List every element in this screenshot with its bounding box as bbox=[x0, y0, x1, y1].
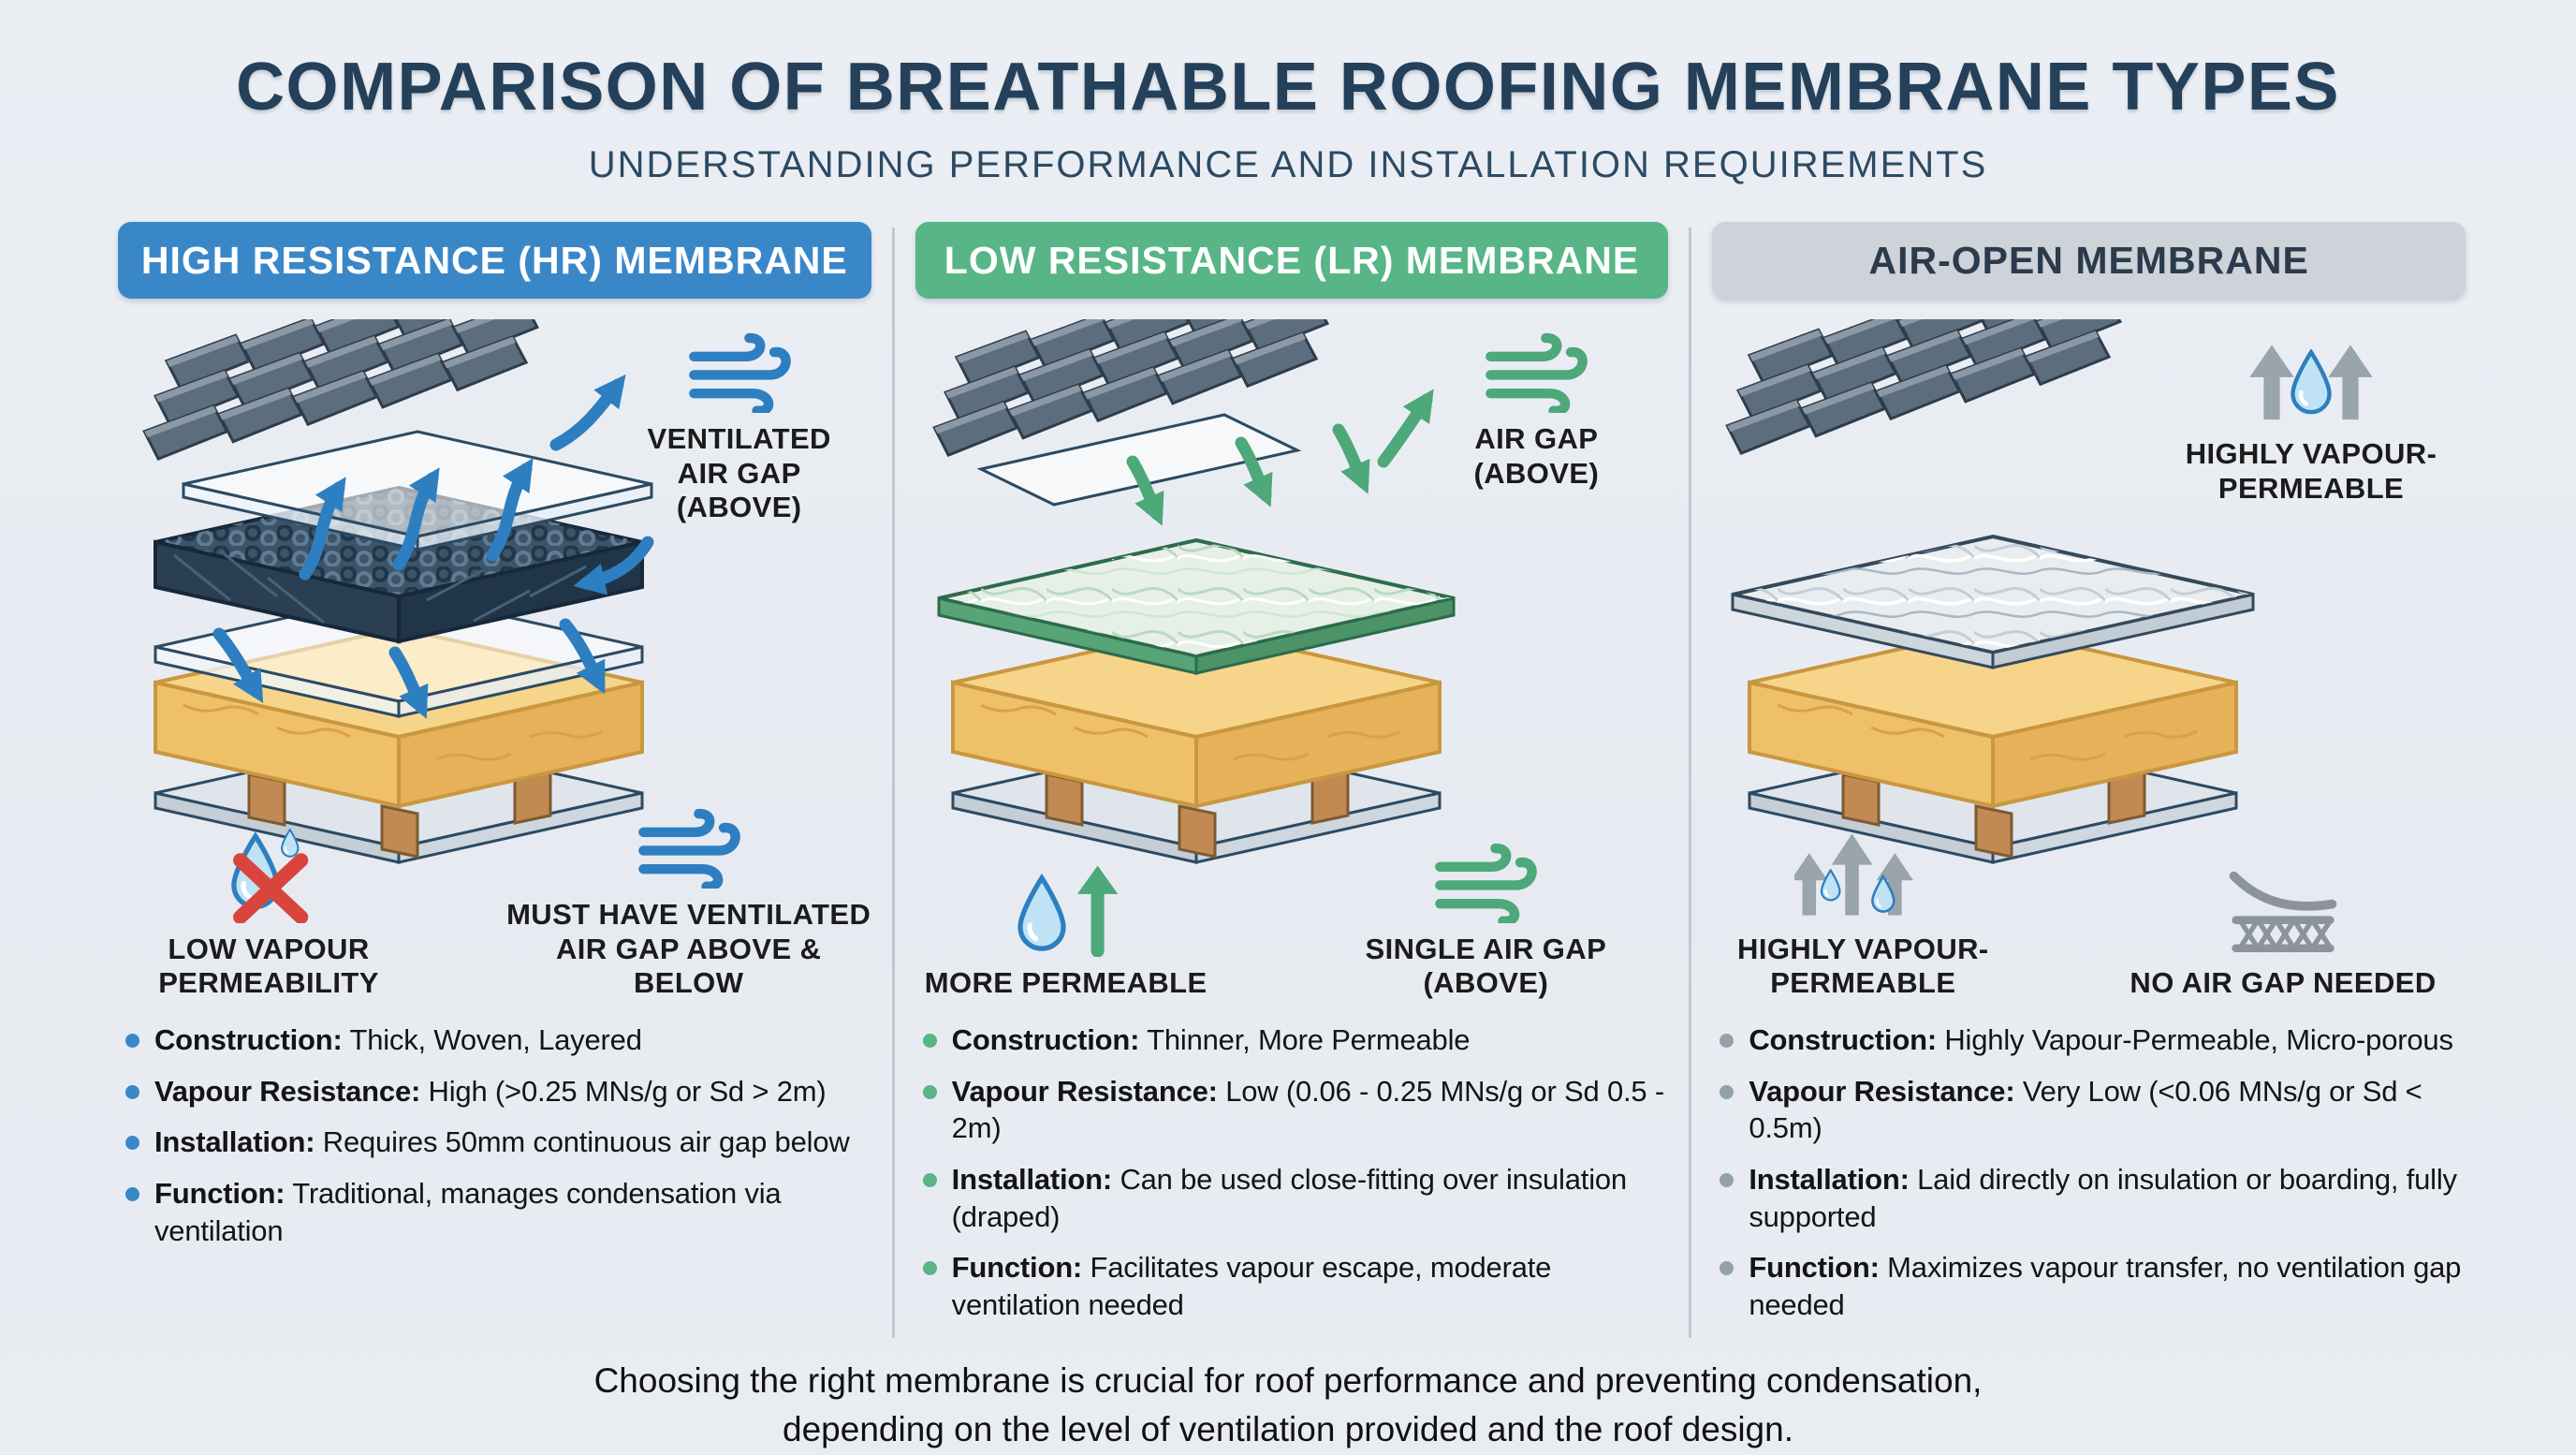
column-header-label: LOW RESISTANCE (LR) MEMBRANE bbox=[944, 238, 1640, 282]
wind-icon bbox=[1482, 331, 1590, 413]
column-lr-membrane: LOW RESISTANCE (LR) MEMBRANE bbox=[895, 222, 1690, 1338]
roof-cross-section-hr bbox=[118, 319, 654, 864]
column-header-label: HIGH RESISTANCE (HR) MEMBRANE bbox=[140, 238, 848, 282]
bullet-vapour-resistance: Vapour Resistance: Low (0.06 - 0.25 MNs/… bbox=[922, 1073, 1669, 1147]
callout-air-gap-above: AIR GAP (ABOVE) bbox=[1428, 331, 1644, 491]
callout-single-air-gap: SINGLE AIR GAP (ABOVE) bbox=[1303, 841, 1668, 1001]
bullet-installation: Installation: Can be used close-fitting … bbox=[922, 1161, 1669, 1235]
callout-must-have-ventilated-gap: MUST HAVE VENTILATED AIR GAP ABOVE & BEL… bbox=[506, 806, 871, 1001]
column-header-label: AIR-OPEN MEMBRANE bbox=[1868, 238, 2309, 282]
column-header-lr: LOW RESISTANCE (LR) MEMBRANE bbox=[915, 222, 1669, 299]
bullet-dot bbox=[125, 1136, 139, 1151]
wind-icon bbox=[1431, 841, 1540, 923]
column-divider bbox=[891, 228, 895, 1338]
footer-line-1: Choosing the right membrane is crucial f… bbox=[593, 1360, 1983, 1400]
footer-note: Choosing the right membrane is crucial f… bbox=[0, 1357, 2576, 1455]
bullet-vapour-resistance: Vapour Resistance: High (>0.25 MNs/g or … bbox=[125, 1073, 871, 1110]
bullet-dot bbox=[922, 1173, 937, 1188]
air-gap-layer-below bbox=[154, 591, 644, 718]
bullet-dot bbox=[922, 1261, 937, 1276]
bullet-function: Function: Traditional, manages condensat… bbox=[125, 1175, 871, 1249]
bullet-installation: Installation: Requires 50mm continuous a… bbox=[125, 1124, 871, 1161]
column-hr-membrane: HIGH RESISTANCE (HR) MEMBRANE bbox=[97, 222, 892, 1338]
callout-label: NO AIR GAP NEEDED bbox=[2130, 966, 2437, 1000]
illustration-air-open: HIGHLY VAPOUR-PERMEABLE HIGHLY VAPOUR-PE… bbox=[1712, 299, 2466, 1007]
bullet-dot bbox=[1720, 1084, 1734, 1099]
spec-list-hr: Construction: Thick, Woven, Layered Vapo… bbox=[118, 1021, 871, 1249]
insulation-layer bbox=[950, 625, 1442, 809]
page-header: COMPARISON OF BREATHABLE ROOFING MEMBRAN… bbox=[0, 0, 2576, 186]
joists bbox=[1841, 771, 2146, 859]
bullet-construction: Construction: Highly Vapour-Permeable, M… bbox=[1720, 1021, 2466, 1059]
callout-label: HIGHLY VAPOUR-PERMEABLE bbox=[2185, 437, 2437, 505]
spec-list-lr: Construction: Thinner, More Permeable Va… bbox=[915, 1021, 1669, 1324]
callout-label: MUST HAVE VENTILATED AIR GAP ABOVE & BEL… bbox=[506, 898, 871, 1000]
callout-label: HIGHLY VAPOUR-PERMEABLE bbox=[1737, 932, 1989, 1000]
callout-low-vapour-permeability: LOW VAPOUR PERMEABILITY bbox=[124, 826, 414, 1001]
callout-label: MORE PERMEABLE bbox=[924, 966, 1208, 1000]
bullet-dot bbox=[125, 1187, 139, 1202]
tiles-layer bbox=[1712, 319, 2130, 455]
illustration-hr: VENTILATED AIR GAP (ABOVE) LOW VAPOUR PE… bbox=[118, 299, 871, 1007]
callout-ventilated-air-gap-above: VENTILATED AIR GAP (ABOVE) bbox=[632, 331, 847, 525]
column-header-hr: HIGH RESISTANCE (HR) MEMBRANE bbox=[118, 222, 871, 299]
insulation-layer bbox=[1748, 625, 2239, 809]
illustration-lr: AIR GAP (ABOVE) MORE PERMEABLE SINGLE AI… bbox=[915, 299, 1669, 1007]
wind-icon bbox=[635, 806, 743, 889]
bullet-installation: Installation: Laid directly on insulatio… bbox=[1720, 1161, 2466, 1235]
callout-label: AIR GAP (ABOVE) bbox=[1473, 422, 1600, 490]
page-title: COMPARISON OF BREATHABLE ROOFING MEMBRAN… bbox=[236, 50, 2340, 125]
callout-no-air-gap-needed: NO AIR GAP NEEDED bbox=[2100, 863, 2466, 1001]
bullet-dot bbox=[1720, 1034, 1734, 1048]
column-divider bbox=[1689, 228, 1692, 1338]
callout-label: SINGLE AIR GAP (ABOVE) bbox=[1365, 932, 1607, 1000]
droplet-up-arrow-icon bbox=[1010, 865, 1118, 958]
bullet-function: Function: Maximizes vapour transfer, no … bbox=[1720, 1249, 2466, 1323]
roof-cross-section-air-open bbox=[1712, 319, 2255, 864]
air-gap-layer bbox=[976, 413, 1302, 507]
bullet-vapour-resistance: Vapour Resistance: Very Low (<0.06 MNs/g… bbox=[1720, 1073, 2466, 1147]
lr-membrane-layer bbox=[937, 537, 1456, 675]
bullet-function: Function: Facilitates vapour escape, mod… bbox=[922, 1249, 1669, 1323]
footer-line-2: depending on the level of ventilation pr… bbox=[783, 1410, 1793, 1449]
page-subtitle: UNDERSTANDING PERFORMANCE AND INSTALLATI… bbox=[588, 144, 1988, 185]
column-air-open-membrane: AIR-OPEN MEMBRANE bbox=[1691, 222, 2486, 1338]
airflow-arrows bbox=[212, 374, 654, 719]
bullet-dot bbox=[922, 1034, 937, 1048]
comparison-columns: HIGH RESISTANCE (HR) MEMBRANE bbox=[0, 186, 2576, 1338]
callout-label: VENTILATED AIR GAP (ABOVE) bbox=[647, 422, 831, 524]
air-open-membrane-layer bbox=[1731, 534, 2255, 669]
vapour-arrows-icon bbox=[2249, 345, 2373, 420]
tiles-layer bbox=[128, 319, 548, 461]
callout-more-permeable: MORE PERMEABLE bbox=[921, 860, 1211, 1001]
bullet-dot bbox=[922, 1084, 937, 1099]
bullet-dot bbox=[125, 1034, 139, 1048]
bullet-construction: Construction: Thinner, More Permeable bbox=[922, 1021, 1669, 1059]
bullet-dot bbox=[1720, 1261, 1734, 1276]
droplet-x-icon bbox=[220, 828, 309, 923]
callout-highly-vapour-permeable-top: HIGHLY VAPOUR-PERMEABLE bbox=[2157, 331, 2466, 506]
wind-icon bbox=[685, 331, 794, 413]
spec-list-air-open: Construction: Highly Vapour-Permeable, M… bbox=[1712, 1021, 2466, 1324]
callout-label: LOW VAPOUR PERMEABILITY bbox=[158, 932, 379, 1000]
bullet-construction: Construction: Thick, Woven, Layered bbox=[125, 1021, 871, 1059]
membrane-contact-icon bbox=[2229, 872, 2337, 954]
roof-cross-section-lr bbox=[915, 319, 1456, 864]
column-header-air-open: AIR-OPEN MEMBRANE bbox=[1712, 222, 2466, 299]
callout-highly-vapour-permeable-bottom: HIGHLY VAPOUR-PERMEABLE bbox=[1718, 826, 2008, 1001]
bullet-dot bbox=[125, 1084, 139, 1099]
vapour-droplets-arrows-icon bbox=[1794, 833, 1914, 916]
airflow-arrows bbox=[1126, 389, 1434, 526]
bullet-dot bbox=[1720, 1173, 1734, 1188]
